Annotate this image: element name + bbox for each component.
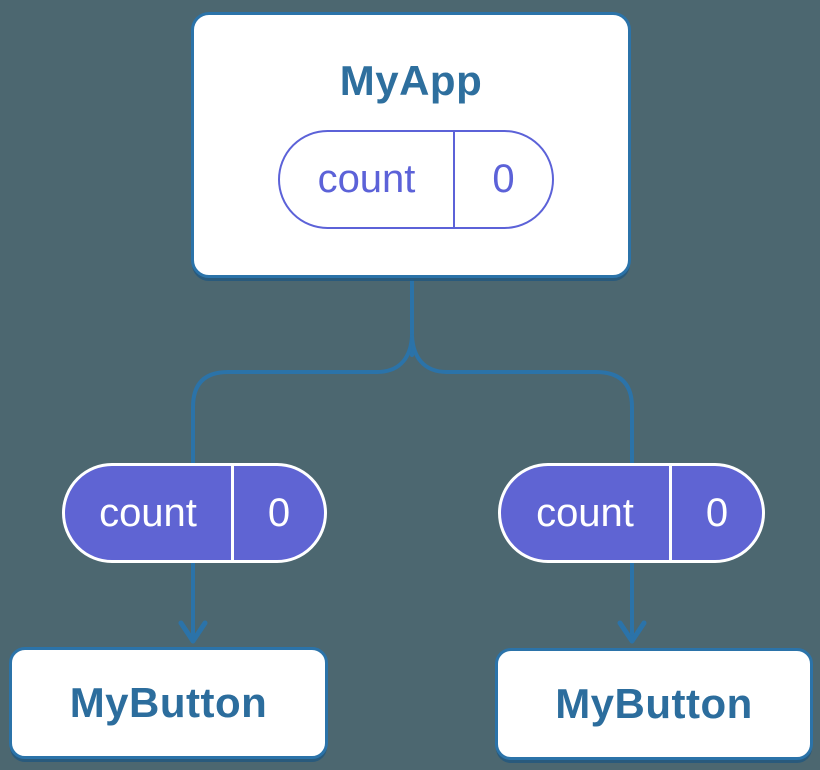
prop-name-label: count <box>536 490 634 535</box>
mybutton-node-title: MyButton <box>555 680 753 727</box>
down-arrow-icon <box>178 620 208 644</box>
state-value-label: 0 <box>492 157 515 201</box>
mybutton-node-right: MyButton <box>495 648 813 760</box>
down-arrow-icon <box>617 620 647 644</box>
mybutton-node-title: MyButton <box>69 679 268 726</box>
pill-divider <box>453 132 455 227</box>
prop-pill-left: count 0 <box>62 463 327 563</box>
branch-line-right <box>410 334 634 641</box>
state-name-label: count <box>317 157 416 201</box>
myapp-node: MyApp count 0 <box>191 12 631 278</box>
prop-name-label: count <box>99 490 197 535</box>
myapp-state-pill: count 0 <box>278 130 554 229</box>
prop-value-label: 0 <box>267 490 291 535</box>
prop-pill-right: count 0 <box>498 463 765 563</box>
mybutton-node-left: MyButton <box>9 647 328 759</box>
prop-value-label: 0 <box>705 490 729 535</box>
branch-line-left <box>191 334 414 641</box>
pill-divider <box>231 466 234 560</box>
myapp-node-title: MyApp <box>339 57 483 104</box>
pill-divider <box>669 466 672 560</box>
